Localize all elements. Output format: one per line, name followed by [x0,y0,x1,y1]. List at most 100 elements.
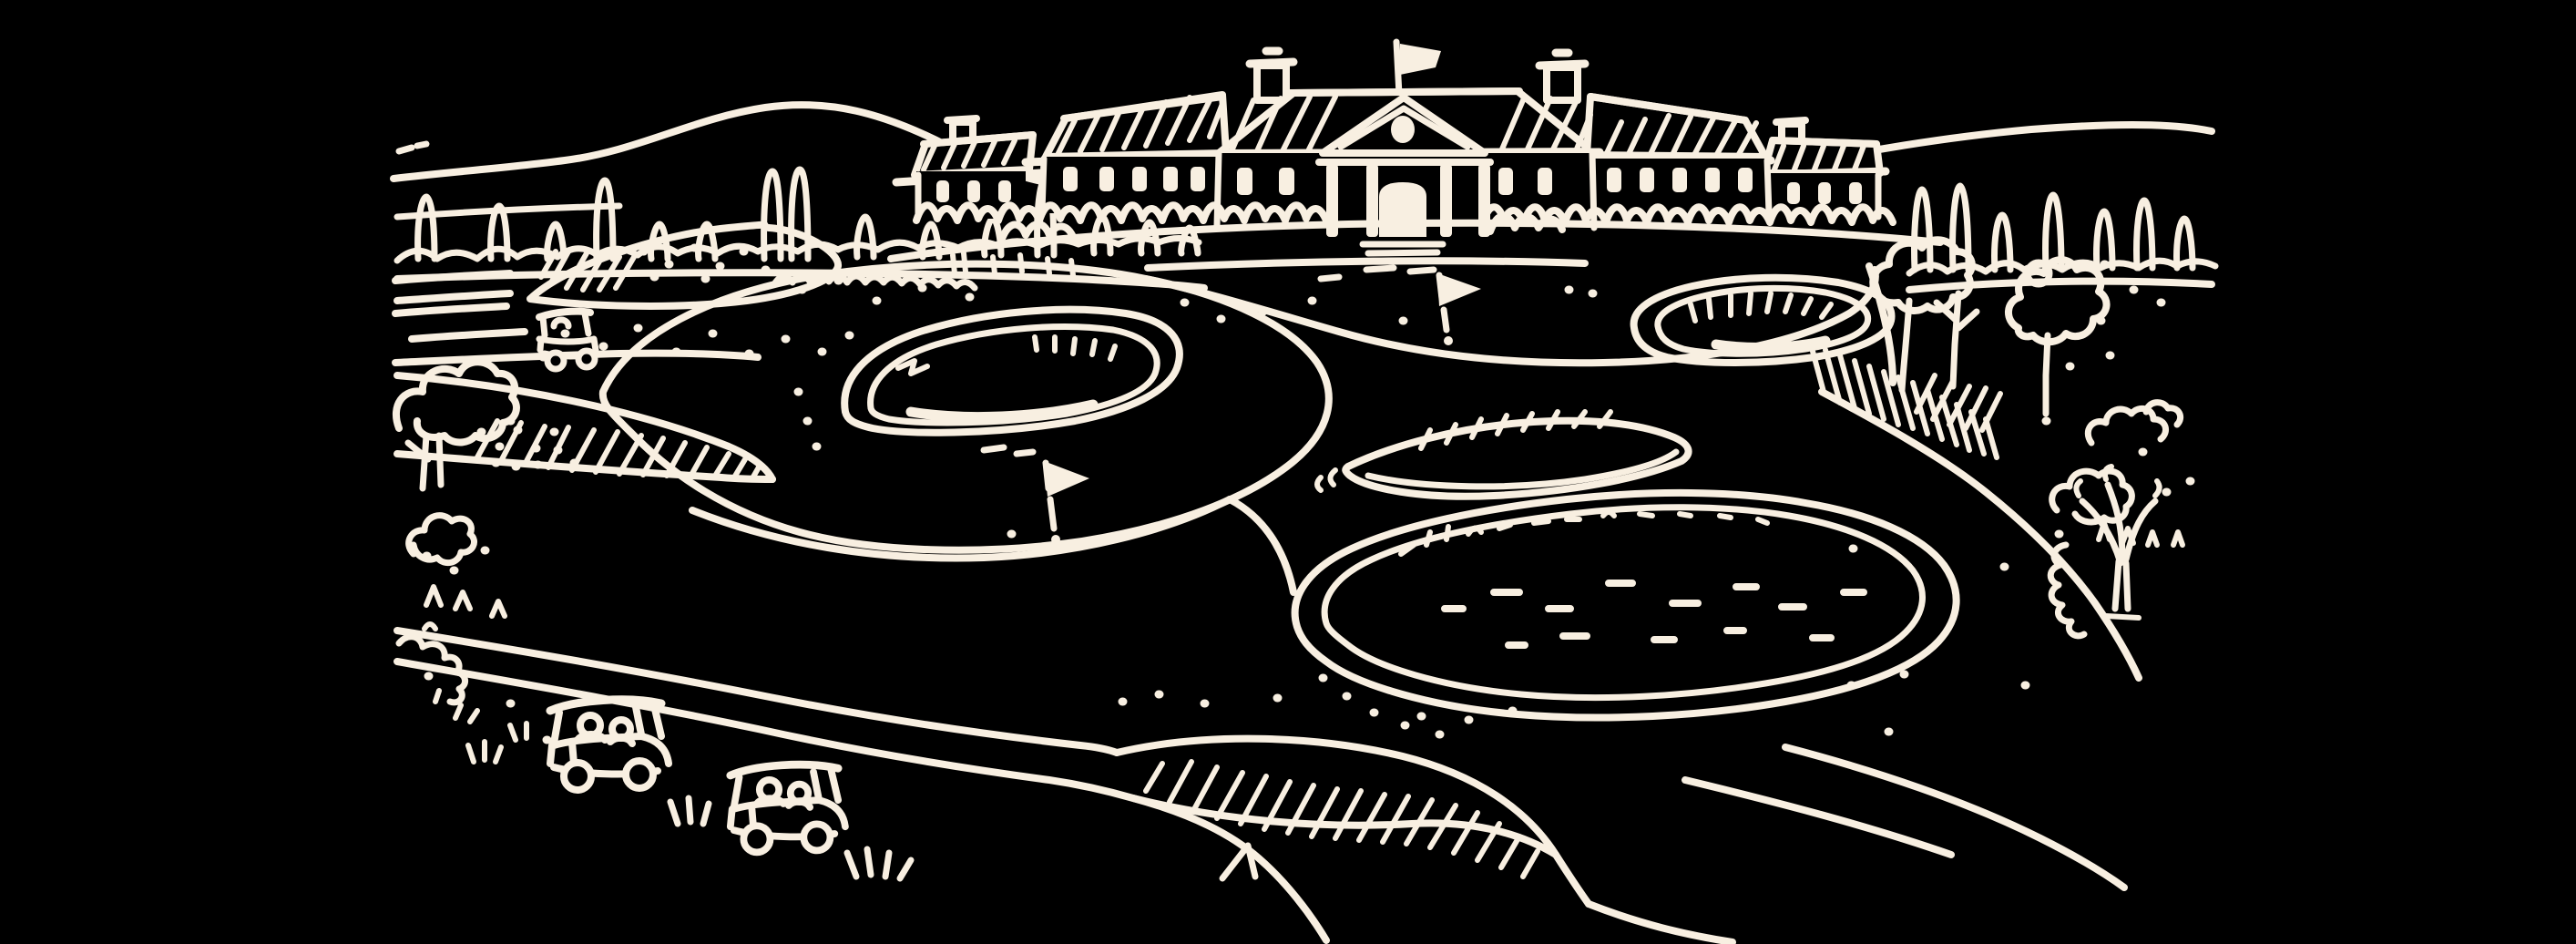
lawn-dashes [1317,264,1437,282]
pond-exit-line [1782,744,2128,891]
upper-path-line [392,349,762,366]
grass-marks [422,584,507,631]
pediment-oval-window [1391,116,1415,143]
treeline-bumps [394,235,1202,264]
green-loop [598,260,1333,554]
path-exit [1585,900,1736,944]
bush-cluster [998,212,1566,242]
bush-chain [395,633,468,706]
shrub-squiggle [2084,399,2184,446]
tree-canopy-star [2005,256,2111,346]
cart-wheel [544,349,567,373]
flag-pole [1042,459,1058,532]
right-bank-hatch [1808,342,2003,460]
window [1063,167,1078,191]
chimney-cap [944,115,980,124]
wedge-dots [476,416,579,471]
field-lines-left [392,270,762,366]
canopy-hole [2024,259,2053,288]
large-waste-bunker [1291,488,1960,722]
trees-left [392,358,529,764]
window [1849,182,1862,204]
hill-ticks [395,140,430,155]
cart-posts [539,310,592,339]
grass-tufts-right [2096,520,2185,548]
clubhouse [887,38,1944,282]
chimney-cap [1773,117,1809,126]
mound-dots [639,243,771,283]
rough-wedge [475,416,762,481]
pond-rim-marks [1398,509,1770,557]
mound-hatch [1143,759,1540,879]
golf-cart-pair [550,700,845,853]
entrance-door [1379,182,1426,237]
window [1538,168,1552,195]
furrow-line [392,303,510,317]
pond-outline [1291,488,1960,722]
tree-canopy [392,358,520,446]
mound-bottom [1130,795,1559,858]
cart-path [394,627,1736,944]
bunker-outline [841,305,1183,436]
flagstick-left-green-icon [1042,459,1089,544]
bunker-inner [1365,448,1680,490]
ground-line [1144,257,1589,272]
tree-trunk [2042,332,2051,417]
treeline-ground [1906,277,2215,293]
chimney [1253,62,1290,104]
hole-dot [1051,535,1060,544]
bottom-mound [1113,734,1592,908]
bare-tree-twigs [2073,464,2162,621]
bush-row-left [913,201,1330,224]
distant-golf-cart-icon [536,307,599,373]
shrub-chain [2047,541,2088,640]
windows [936,167,1862,204]
mound-top [1113,734,1592,908]
chimney-cap [1245,46,1298,68]
foundation-bushes [887,201,1944,282]
pond-inner [1321,504,1926,702]
portico [1315,94,1494,265]
trees-right [1869,236,2185,640]
tree-trunk-forked [1898,290,1980,394]
window [967,180,980,202]
flag-pole [1436,272,1450,333]
pediment-inner [1337,105,1471,150]
window [1672,168,1687,192]
window [1191,167,1205,191]
shrub-squiggle [2049,467,2135,526]
rough-dots [422,260,2195,744]
poplar-spikes [1911,182,2196,273]
path-top [394,627,1120,756]
cart-body [536,335,599,360]
window [998,180,1011,202]
cart-wheel [575,347,598,371]
grass-tuft [843,846,915,882]
window [1163,167,1178,191]
window [1818,182,1831,204]
wall-edges [915,149,1882,231]
pond-dashes [1441,580,1867,649]
roof-hatch [921,94,1866,172]
window [1237,168,1252,195]
grass-tuft [465,739,504,764]
bunker-marks [895,334,1118,376]
window [1787,182,1800,204]
furrow-line [408,328,528,343]
bunker-lip [1711,335,1831,353]
pennant-flag [1044,461,1089,497]
bunker-lip [905,399,1099,423]
rider-head [550,316,572,330]
hill-line-left-base [394,202,623,221]
dots [422,260,2195,744]
chimney [1543,64,1581,104]
pennant-flag [1437,273,1481,306]
bunker-outline [1630,273,1896,366]
bunker-inner [1654,284,1872,357]
window [1607,168,1621,192]
lawn-line-left [394,290,514,304]
rooftop-flag-icon [1393,38,1441,98]
bare-tree-branches [2079,481,2159,612]
ridge-lines [920,87,1880,148]
